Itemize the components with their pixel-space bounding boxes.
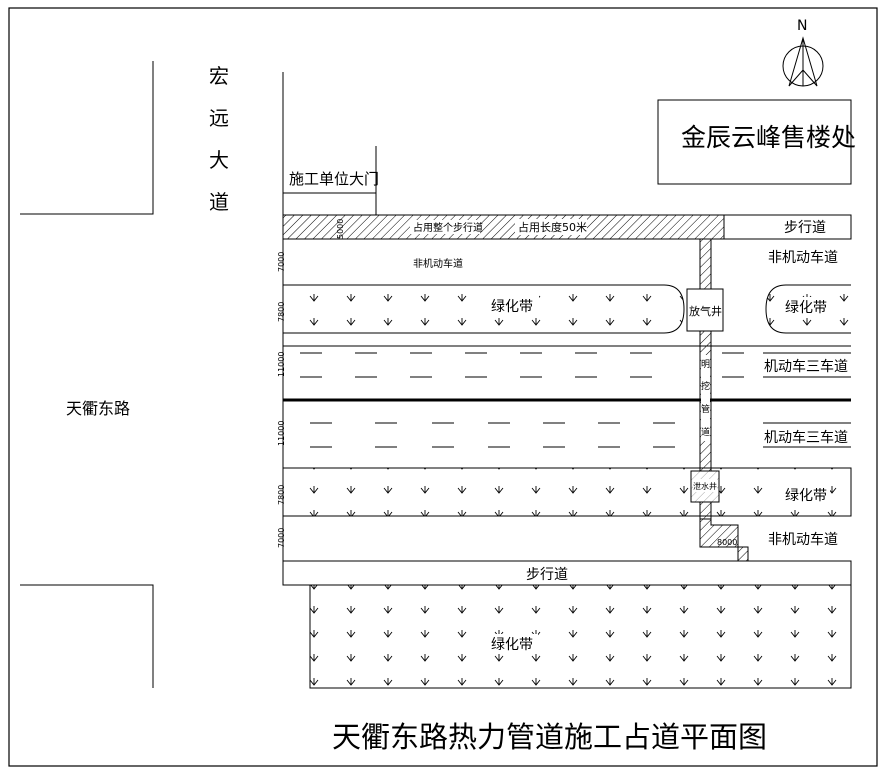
svg-text:宏: 宏 [209, 64, 229, 88]
svg-text:管: 管 [701, 403, 710, 415]
green-area-bottom [309, 584, 852, 689]
drain-well-label: 泄水井 [693, 481, 717, 491]
block-top-left [20, 61, 154, 215]
dim-motor-north: 11000 [277, 352, 286, 377]
north-label: N [797, 18, 807, 34]
green-belt-north [282, 284, 685, 334]
sales-office-label: 金辰云峰售楼处 [681, 123, 856, 152]
pipe-trench-label: 明 挖 管 道 [701, 355, 710, 441]
svg-text:挖: 挖 [701, 380, 710, 392]
lane-markings-south [310, 422, 851, 448]
motor-south-label: 机动车三车道 [764, 429, 848, 446]
svg-text:大: 大 [209, 148, 229, 172]
occupied-sidewalk [282, 214, 725, 240]
green-belt-south-label: 绿化带 [785, 488, 827, 504]
drawing-title: 天衢东路热力管道施工占道平面图 [332, 720, 767, 754]
svg-text:道: 道 [701, 426, 710, 438]
dim-pipe-end: 8000 [717, 538, 737, 547]
occupied-whole-sidewalk-label: 占用整个步行道 [413, 221, 483, 234]
hongyuan-road-label: 宏 远 大 道 [209, 64, 229, 214]
svg-text:远: 远 [209, 106, 229, 130]
block-bottom-left [20, 584, 154, 688]
dim-non-motor-south: 7000 [277, 528, 286, 548]
green-belt-south [282, 467, 852, 517]
dim-non-motor-north: 7000 [277, 252, 286, 272]
north-arrow-icon: N [782, 18, 824, 87]
dim-motor-south: 11000 [277, 421, 286, 446]
sidewalk-north-label: 步行道 [784, 220, 826, 236]
drawing-frame [8, 7, 878, 767]
green-area-bottom-label: 绿化带 [491, 637, 533, 653]
non-motor-south-label: 非机动车道 [768, 531, 838, 548]
occupied-length-label: 占用长度50米 [518, 220, 587, 234]
dim-green-north: 7800 [277, 302, 286, 322]
svg-text:明: 明 [701, 359, 710, 370]
sales-office-box [657, 99, 852, 185]
motor-north-label: 机动车三车道 [764, 358, 848, 375]
svg-text:道: 道 [209, 190, 229, 214]
vent-well [686, 288, 724, 332]
tianqu-road-label: 天衢东路 [66, 399, 130, 418]
construction-gate-label: 施工单位大门 [289, 170, 379, 188]
non-motor-north-small-label: 非机动车道 [413, 257, 463, 270]
vent-well-label: 放气井 [689, 304, 722, 318]
dim-sidewalk: 5000 [336, 219, 345, 239]
sidewalk-south-label: 步行道 [526, 567, 568, 583]
dim-green-south: 7800 [277, 485, 286, 505]
lane-markings-north [300, 352, 851, 378]
green-belt-north-right-label: 绿化带 [785, 300, 827, 316]
green-belt-north-label: 绿化带 [491, 299, 533, 315]
non-motor-north-label: 非机动车道 [768, 249, 838, 266]
